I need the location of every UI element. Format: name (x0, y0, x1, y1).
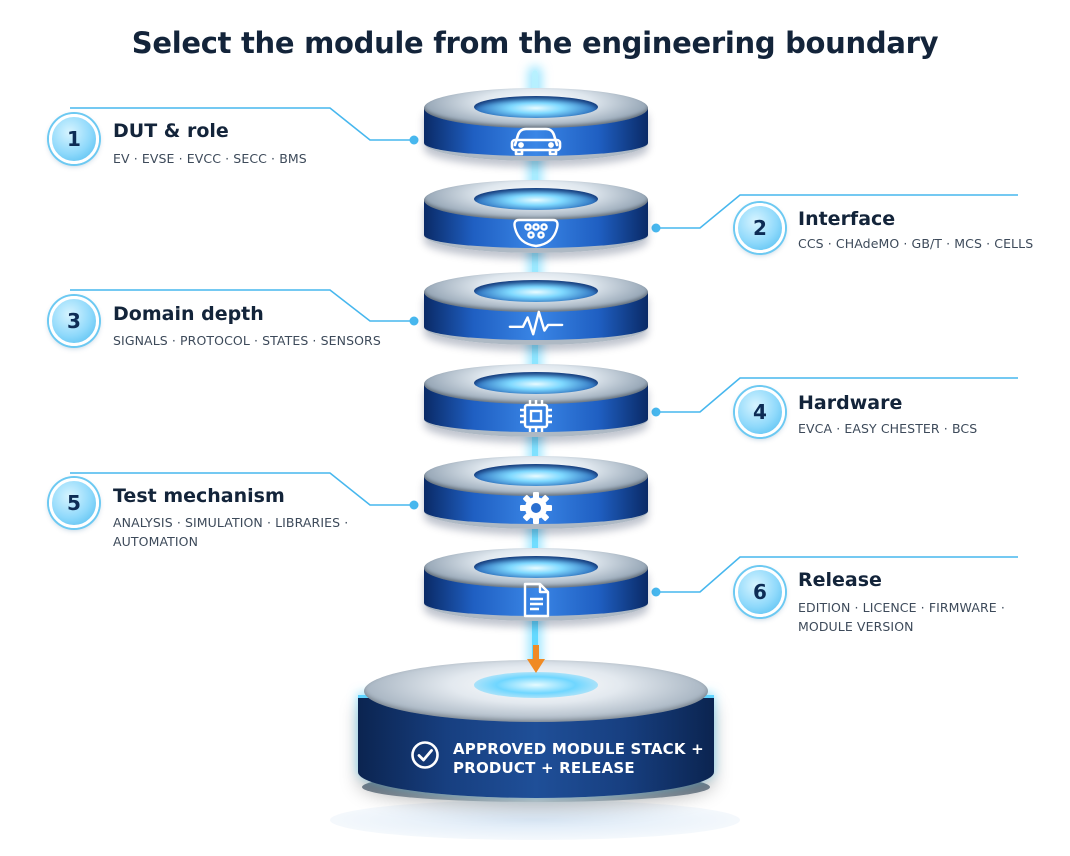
step-detail-5: ANALYSIS · SIMULATION · LIBRARIES · AUTO… (113, 513, 348, 551)
callout-dot-4 (651, 407, 661, 417)
step-badge-3: 3 (49, 296, 99, 346)
waveform-icon (508, 306, 564, 342)
down-arrow-icon (527, 645, 545, 673)
callout-line-2 (658, 194, 1018, 229)
result-label: APPROVED MODULE STACK + PRODUCT + RELEAS… (453, 740, 704, 778)
step-detail-4: EVCA · EASY CHESTER · BCS (798, 421, 978, 436)
chip-icon (508, 398, 564, 434)
callout-dot-3 (409, 316, 419, 326)
step-title-2: Interface (798, 208, 896, 230)
step-title-5: Test mechanism (113, 485, 285, 507)
step-badge-1: 1 (49, 114, 99, 164)
step-title-4: Hardware (798, 392, 903, 414)
result-line-1: APPROVED MODULE STACK + (453, 740, 704, 758)
ring-5 (424, 456, 648, 536)
result-line-2: PRODUCT + RELEASE (453, 759, 635, 777)
step-detail-3: SIGNALS · PROTOCOL · STATES · SENSORS (113, 333, 381, 348)
gear-icon (508, 490, 564, 526)
callout-dot-2 (651, 223, 661, 233)
ring-3 (424, 272, 648, 352)
callout-dot-1 (409, 135, 419, 145)
connector-icon (508, 214, 564, 250)
callout-dot-5 (409, 500, 419, 510)
callout-line-3 (70, 289, 412, 322)
step-title-1: DUT & role (113, 120, 229, 142)
step-badge-4: 4 (735, 387, 785, 437)
step-detail-6-line-2: MODULE VERSION (798, 619, 914, 634)
callout-line-4 (658, 377, 1018, 413)
base-reflection (330, 800, 740, 840)
car-icon (508, 122, 564, 158)
callout-line-6 (658, 556, 1018, 593)
step-title-3: Domain depth (113, 303, 264, 325)
step-detail-6: EDITION · LICENCE · FIRMWARE · MODULE VE… (798, 598, 1005, 636)
callout-dot-6 (651, 587, 661, 597)
callout-line-1 (70, 107, 412, 141)
step-detail-5-line-2: AUTOMATION (113, 534, 199, 549)
step-badge-5: 5 (49, 478, 99, 528)
ring-1 (424, 88, 648, 168)
ring-4 (424, 364, 648, 444)
ring-6 (424, 548, 648, 628)
step-title-6: Release (798, 569, 882, 591)
step-detail-2: CCS · CHAdeMO · GB/T · MCS · CELLS (798, 236, 1034, 251)
ring-2 (424, 180, 648, 260)
callout-line-5 (70, 472, 412, 506)
page-title: Select the module from the engineering b… (131, 26, 939, 60)
step-detail-5-line-1: ANALYSIS · SIMULATION · LIBRARIES · (113, 515, 349, 530)
step-detail-1: EV · EVSE · EVCC · SECC · BMS (113, 151, 307, 166)
document-icon (508, 582, 564, 618)
step-badge-2: 2 (735, 203, 785, 253)
step-detail-6-line-1: EDITION · LICENCE · FIRMWARE · (798, 600, 1005, 615)
step-badge-6: 6 (735, 567, 785, 617)
check-circle-icon (411, 741, 439, 769)
